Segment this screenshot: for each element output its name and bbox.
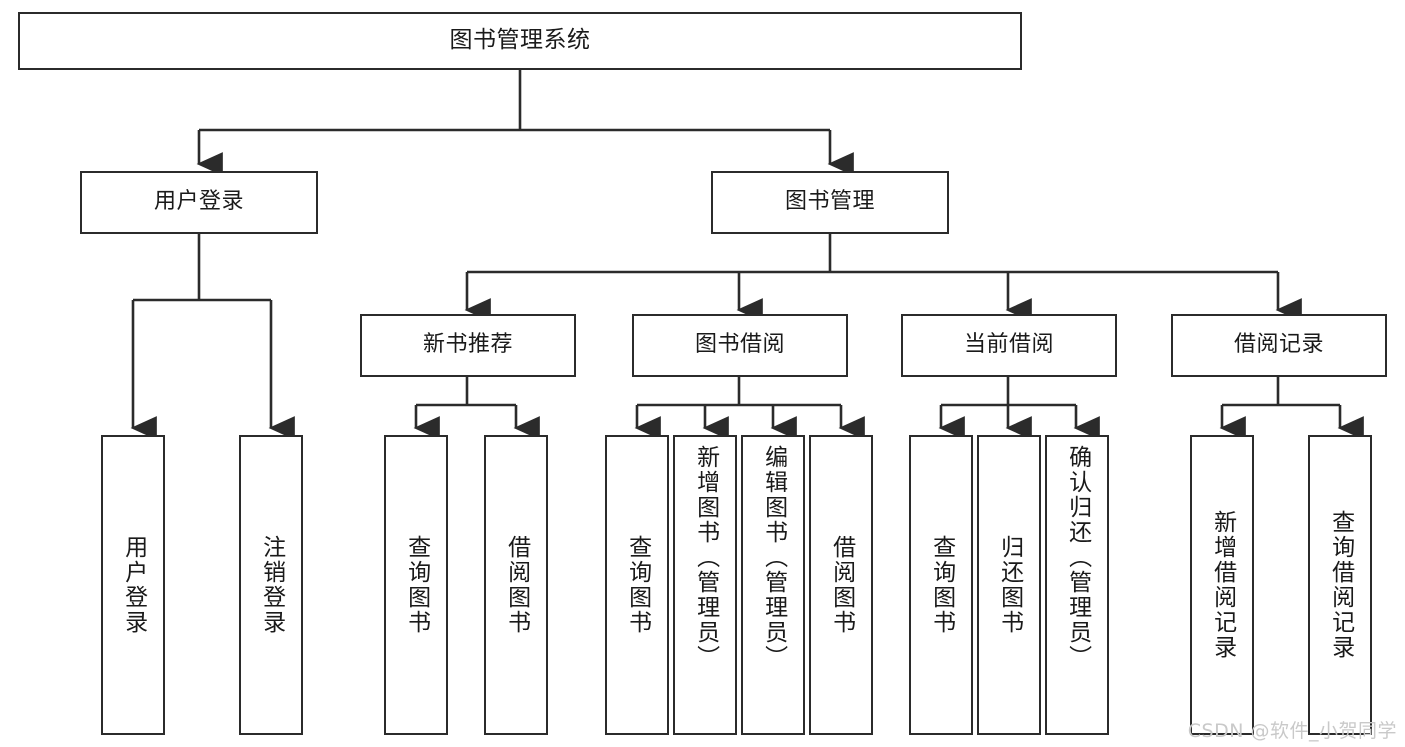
leaf-edit-book-label: 编辑图书（管理员） (760, 445, 787, 670)
leaf-query-record[interactable]: 查询借阅记录 (1308, 435, 1372, 735)
leaf-user-logout[interactable]: 注销登录 (239, 435, 303, 735)
node-new-book-recommend[interactable]: 新书推荐 (360, 314, 576, 377)
leaf-query-book-2-label: 查询图书 (624, 535, 651, 635)
node-new-book-recommend-label: 新书推荐 (422, 332, 513, 358)
leaf-confirm-return-label: 确认归还（管理员） (1064, 445, 1091, 670)
node-root[interactable]: 图书管理系统 (18, 12, 1022, 70)
node-root-label: 图书管理系统 (449, 27, 591, 54)
leaf-borrow-book-2[interactable]: 借阅图书 (809, 435, 873, 735)
leaf-add-record-label: 新增借阅记录 (1209, 510, 1236, 660)
leaf-return-book-label: 归还图书 (996, 535, 1023, 635)
leaf-query-book-2[interactable]: 查询图书 (605, 435, 669, 735)
node-book-borrow[interactable]: 图书借阅 (632, 314, 848, 377)
leaf-query-book-3-label: 查询图书 (928, 535, 955, 635)
leaf-borrow-book-2-label: 借阅图书 (828, 535, 855, 635)
leaf-borrow-book-1-label: 借阅图书 (503, 535, 530, 635)
node-borrow-record-label: 借阅记录 (1233, 332, 1324, 358)
node-book-manage[interactable]: 图书管理 (711, 171, 949, 234)
node-book-manage-label: 图书管理 (784, 189, 875, 215)
leaf-query-record-label: 查询借阅记录 (1327, 510, 1354, 660)
node-borrow-record[interactable]: 借阅记录 (1171, 314, 1387, 377)
leaf-confirm-return[interactable]: 确认归还（管理员） (1045, 435, 1109, 735)
leaf-query-book-1-label: 查询图书 (403, 535, 430, 635)
leaf-user-logout-label: 注销登录 (258, 535, 285, 635)
leaf-user-login-label: 用户登录 (120, 535, 147, 635)
leaf-add-book[interactable]: 新增图书（管理员） (673, 435, 737, 735)
leaf-borrow-book-1[interactable]: 借阅图书 (484, 435, 548, 735)
leaf-add-record[interactable]: 新增借阅记录 (1190, 435, 1254, 735)
leaf-query-book-1[interactable]: 查询图书 (384, 435, 448, 735)
leaf-add-book-label: 新增图书（管理员） (692, 445, 719, 670)
leaf-query-book-3[interactable]: 查询图书 (909, 435, 973, 735)
node-current-borrow[interactable]: 当前借阅 (901, 314, 1117, 377)
csdn-watermark: CSDN @软件_小贺同学 (1187, 720, 1397, 742)
node-book-borrow-label: 图书借阅 (694, 332, 785, 358)
node-user-login[interactable]: 用户登录 (80, 171, 318, 234)
leaf-user-login[interactable]: 用户登录 (101, 435, 165, 735)
node-current-borrow-label: 当前借阅 (963, 332, 1054, 358)
leaf-edit-book[interactable]: 编辑图书（管理员） (741, 435, 805, 735)
leaf-return-book[interactable]: 归还图书 (977, 435, 1041, 735)
node-user-login-label: 用户登录 (153, 189, 244, 215)
